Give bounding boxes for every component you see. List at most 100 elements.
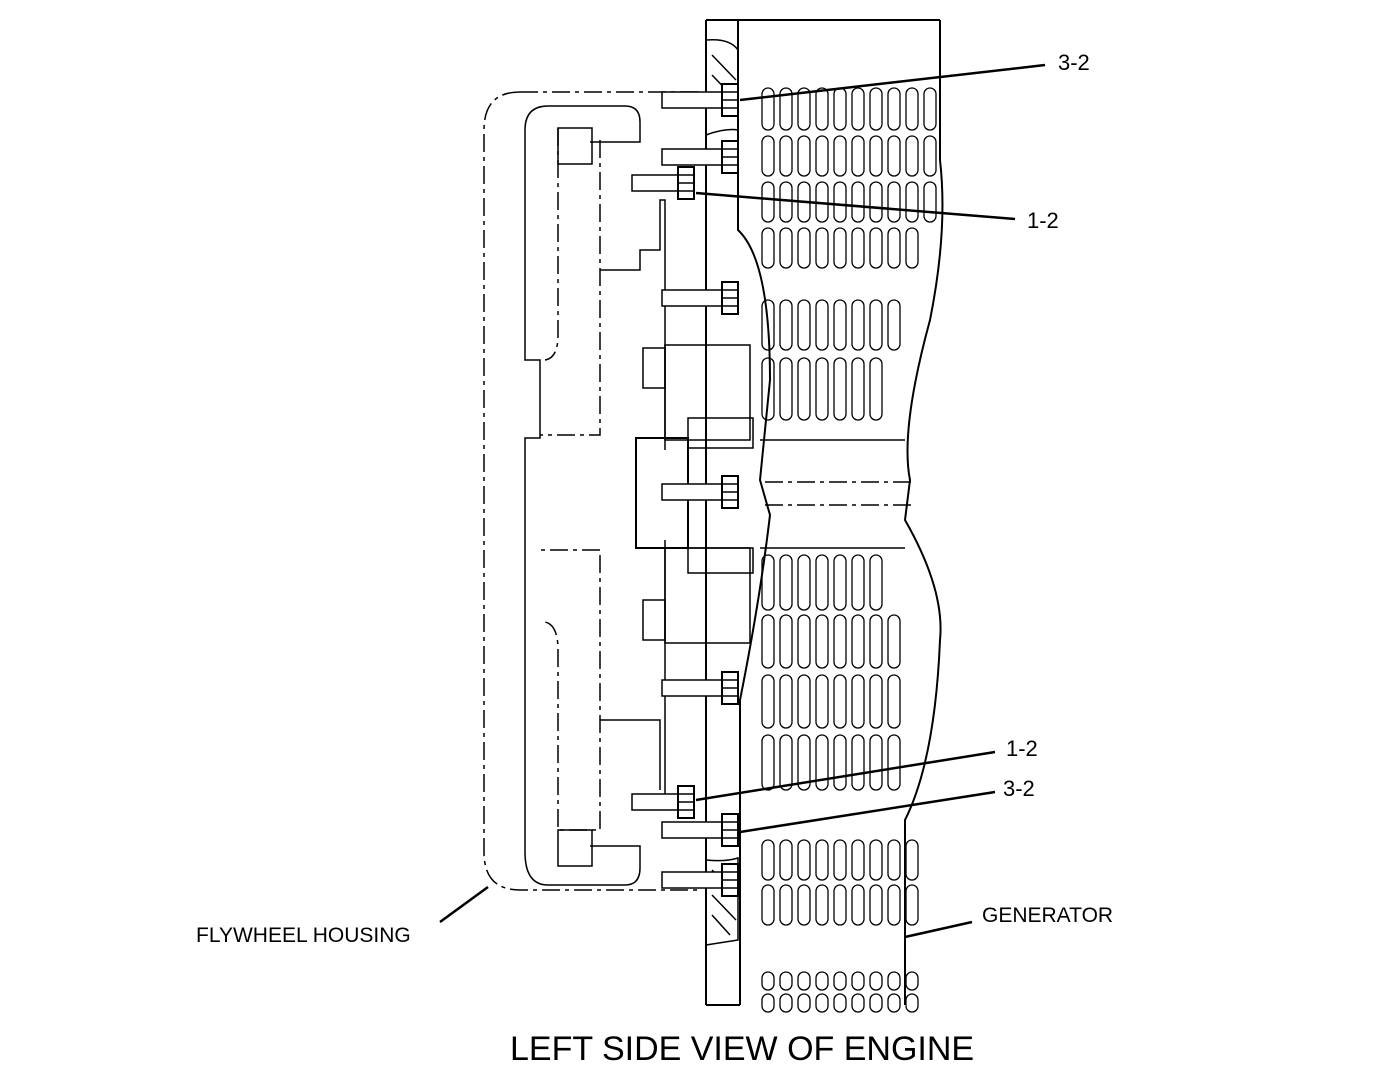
bolt-shank: [661, 821, 723, 839]
generator-stator-left-edge: [737, 20, 772, 1005]
cooling-slot: [761, 135, 775, 177]
leader-top-3-2: [739, 63, 1046, 102]
cooling-slot: [851, 554, 865, 611]
leader-generator: [904, 920, 973, 939]
generator-seam-left: [760, 439, 905, 549]
cooling-slot: [761, 839, 775, 881]
cooling-slot: [833, 87, 847, 131]
cooling-slot: [887, 135, 901, 177]
cooling-slot: [761, 87, 775, 131]
cooling-slot: [797, 135, 811, 177]
cooling-slot: [905, 227, 919, 269]
cooling-slot: [779, 135, 793, 177]
leader-top-1-2: [695, 191, 1016, 221]
flywheel-housing-outline: [483, 91, 700, 891]
cooling-slot: [779, 839, 793, 881]
cooling-slot: [833, 839, 847, 881]
cooling-slot: [815, 993, 829, 1013]
cooling-slot: [833, 614, 847, 669]
cooling-slot: [869, 181, 883, 223]
hub-block-lower: [687, 547, 754, 574]
cooling-slot: [851, 993, 865, 1013]
cooling-slot: [887, 227, 901, 269]
bolt-shank: [631, 174, 679, 192]
cooling-slot: [761, 674, 775, 729]
bolt-shank: [661, 871, 723, 889]
bolt-shank: [631, 793, 679, 811]
housing-internal-profile: [540, 128, 601, 831]
cooling-slot: [779, 299, 793, 351]
housing-boss-top: [557, 127, 593, 165]
cooling-slot: [833, 357, 847, 421]
cooling-slot: [869, 299, 883, 351]
cooling-slot: [851, 87, 865, 131]
callout-top-3-2: 3-2: [1058, 50, 1090, 75]
cooling-slot: [869, 357, 883, 421]
cooling-slot: [779, 181, 793, 223]
cooling-slot: [851, 357, 865, 421]
cooling-slot: [851, 839, 865, 881]
cooling-slot: [887, 734, 901, 791]
cooling-slot: [923, 87, 937, 131]
hub-plate-upper: [664, 344, 751, 441]
cooling-slot: [905, 839, 919, 881]
cooling-slot: [851, 971, 865, 991]
adapter-plate: [600, 199, 666, 800]
cooling-slot: [779, 227, 793, 269]
housing-boss-bottom: [557, 829, 593, 867]
cooling-slot: [761, 884, 775, 926]
callout-bottom-3-2: 3-2: [1003, 776, 1035, 801]
cooling-slot: [815, 734, 829, 791]
cooling-slot: [833, 299, 847, 351]
cooling-slot: [905, 181, 919, 223]
generator-stator-right-edge: [903, 20, 944, 1005]
cooling-slot: [869, 674, 883, 729]
cooling-slot: [779, 674, 793, 729]
hub-nut-upper: [642, 347, 666, 389]
cooling-slot: [833, 884, 847, 926]
cooling-slot: [815, 614, 829, 669]
cooling-slot: [869, 614, 883, 669]
cooling-slot: [779, 614, 793, 669]
generator-cooling-slots: [761, 87, 937, 1013]
cooling-slot: [761, 181, 775, 223]
generator-seam: [765, 481, 912, 506]
cooling-slot: [815, 674, 829, 729]
cooling-slot: [761, 614, 775, 669]
cooling-slot: [869, 554, 883, 611]
cooling-slot: [869, 971, 883, 991]
cooling-slot: [905, 884, 919, 926]
cooling-slot: [833, 135, 847, 177]
cooling-slot: [887, 884, 901, 926]
cooling-slot: [797, 227, 811, 269]
bolt-group: [631, 83, 739, 897]
leader-bottom-3-2: [739, 790, 996, 834]
cooling-slot: [905, 87, 919, 131]
cooling-slot: [887, 993, 901, 1013]
cooling-slot: [761, 227, 775, 269]
cooling-slot: [761, 971, 775, 991]
cooling-slot: [815, 135, 829, 177]
hub-block-upper: [687, 417, 754, 449]
cooling-slot: [869, 227, 883, 269]
cooling-slot: [761, 299, 775, 351]
cooling-slot: [887, 181, 901, 223]
cooling-slot: [851, 884, 865, 926]
cooling-slot: [779, 87, 793, 131]
cooling-slot: [833, 674, 847, 729]
flywheel-housing-inner: [524, 105, 641, 886]
cooling-slot: [815, 87, 829, 131]
leader-flywheel-housing: [439, 885, 489, 924]
cooling-slot: [797, 614, 811, 669]
cooling-slot: [869, 734, 883, 791]
cooling-slot: [833, 734, 847, 791]
cooling-slot: [851, 299, 865, 351]
cooling-slot: [815, 554, 829, 611]
diagram-title: LEFT SIDE VIEW OF ENGINE: [510, 1030, 974, 1068]
cooling-slot: [851, 674, 865, 729]
cooling-slot: [887, 674, 901, 729]
bolt-shank: [661, 483, 723, 501]
cooling-slot: [797, 674, 811, 729]
cooling-slot: [887, 299, 901, 351]
cooling-slot: [797, 299, 811, 351]
